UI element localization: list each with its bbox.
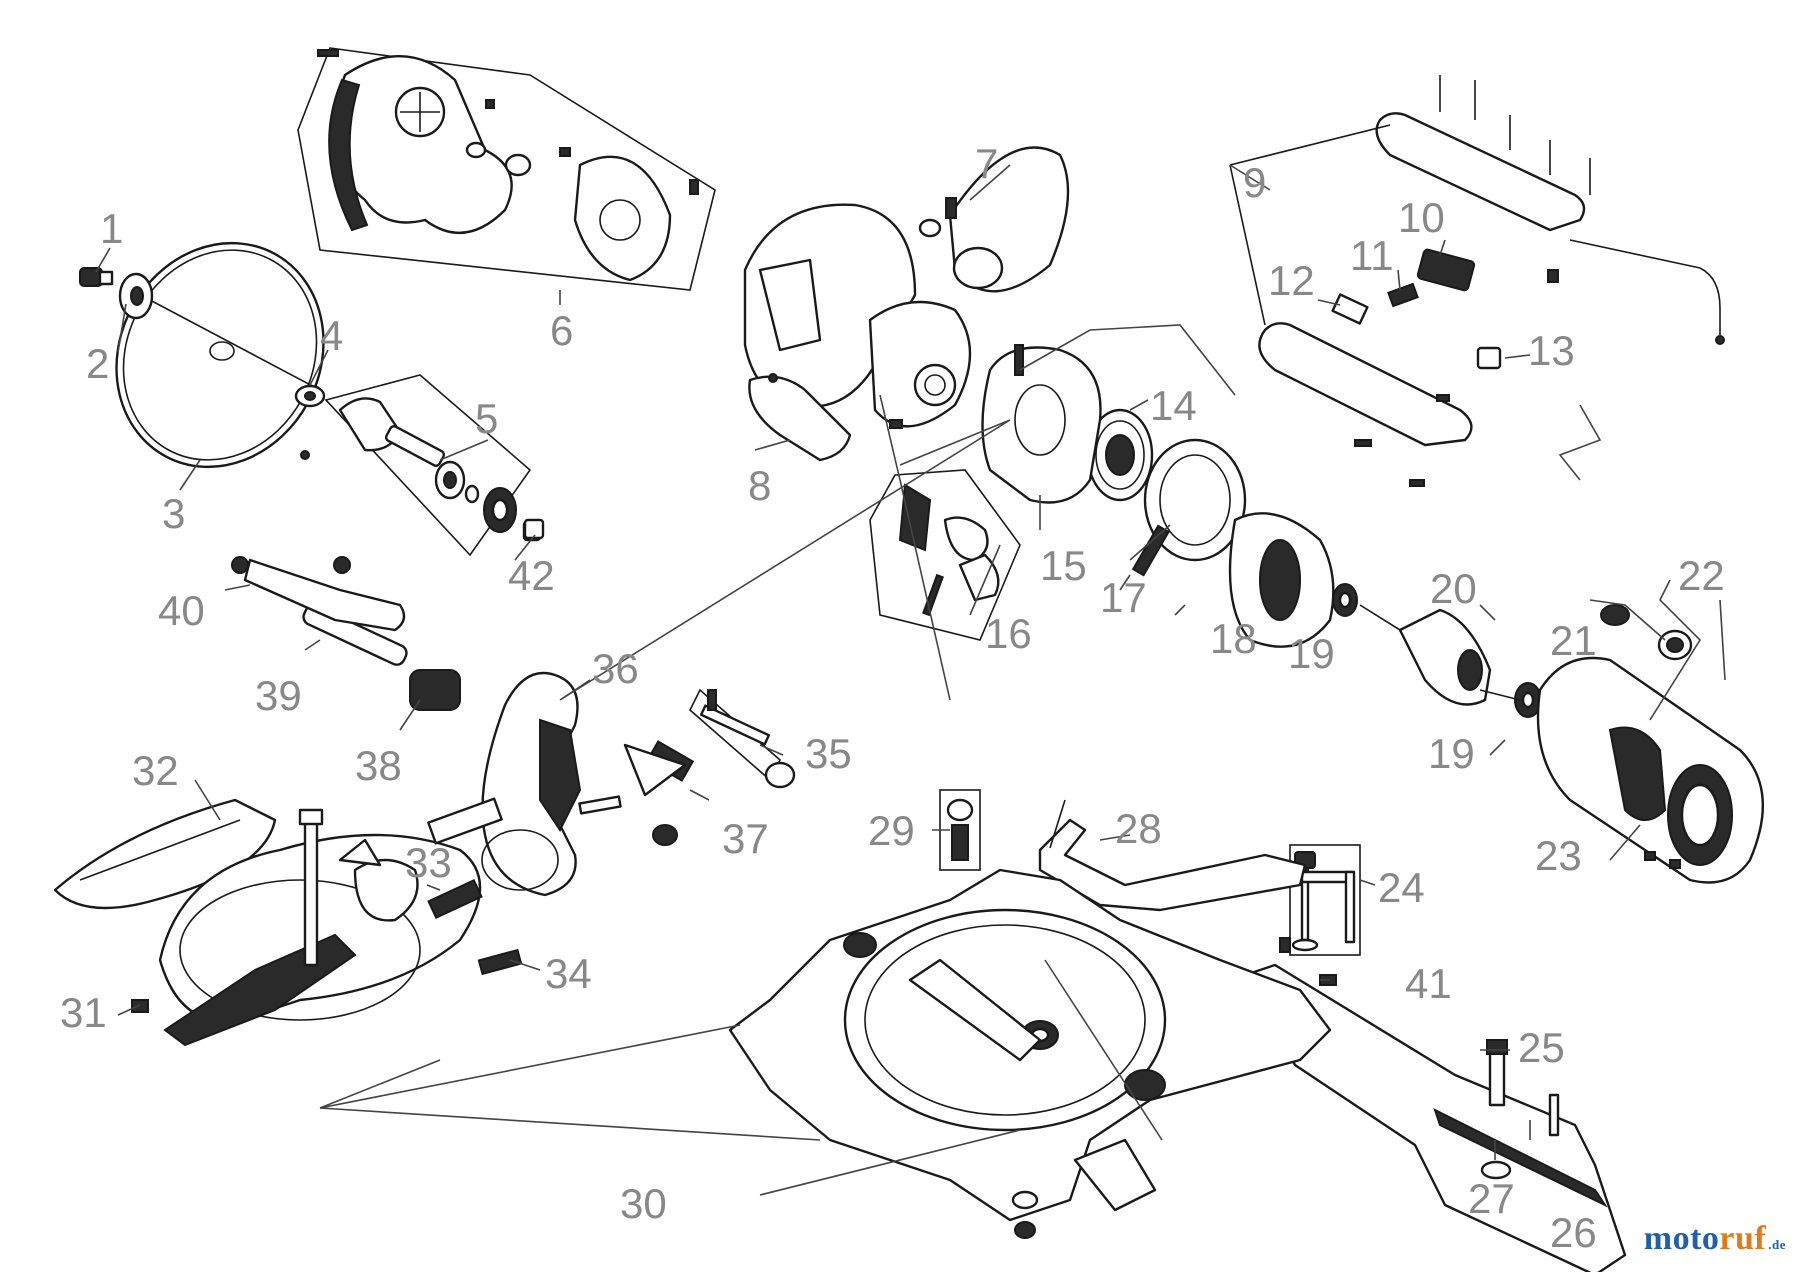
callout-40: 40 (158, 587, 205, 634)
spring-11 (1387, 282, 1419, 308)
callout-17: 17 (1100, 574, 1147, 621)
baffle-ring (1143, 438, 1247, 562)
watermark-suffix: .de (1768, 1237, 1786, 1252)
spindle-shaft (384, 425, 446, 467)
plunger-cap (946, 798, 974, 822)
callout-42: 42 (508, 552, 555, 599)
callout-18: 18 (1210, 615, 1257, 662)
callout-1: 1 (100, 205, 123, 252)
callout-19a: 19 (1288, 630, 1335, 677)
rod-39 (302, 604, 408, 666)
callout-16: 16 (985, 610, 1032, 657)
callout-7: 7 (975, 140, 998, 187)
leader-lines (95, 164, 1726, 1196)
callout-32: 32 (132, 747, 179, 794)
part-drawings (53, 47, 1765, 1272)
callout-36: 36 (592, 645, 639, 692)
callout-numbers: 1 2 3 4 5 6 7 8 9 10 11 12 13 14 15 16 1… (60, 140, 1725, 1256)
callout-11: 11 (1350, 232, 1394, 279)
switch-10 (1416, 248, 1476, 292)
callout-35: 35 (805, 730, 852, 777)
callout-41: 41 (1405, 960, 1452, 1007)
link-40 (243, 558, 406, 632)
callout-4: 4 (320, 312, 343, 359)
callout-29: 29 (868, 807, 915, 854)
nut-42 (523, 518, 545, 540)
motoruf-watermark: motoruf.de (1644, 1220, 1786, 1258)
brush-holder (898, 483, 932, 552)
callout-39: 39 (255, 672, 302, 719)
callout-6: 6 (550, 307, 573, 354)
spring-38 (409, 669, 461, 711)
handle-top (1375, 112, 1586, 232)
callout-23: 23 (1535, 832, 1582, 879)
callout-8: 8 (748, 462, 771, 509)
callout-38: 38 (355, 742, 402, 789)
handle-bottom (1258, 322, 1473, 447)
callout-28: 28 (1115, 805, 1162, 852)
callout-10: 10 (1398, 194, 1445, 241)
fence (1243, 963, 1627, 1272)
callout-21: 21 (1550, 617, 1597, 664)
callout-33: 33 (405, 839, 452, 886)
callout-12: 12 (1268, 257, 1315, 304)
spring-33 (427, 878, 483, 920)
callout-34: 34 (545, 950, 592, 997)
adjust-bolt (303, 813, 319, 967)
watermark-part2: ruf (1719, 1220, 1767, 1257)
motor-housing-front (981, 346, 1102, 504)
watermark-part1: moto (1643, 1220, 1720, 1257)
callout-9: 9 (1243, 159, 1266, 206)
callout-2: 2 (86, 340, 109, 387)
callout-26: 26 (1550, 1209, 1597, 1256)
callout-25: 25 (1518, 1024, 1565, 1071)
callout-30a: 30 (620, 1180, 667, 1227)
callout-19b: 19 (1428, 730, 1475, 777)
callout-13: 13 (1528, 327, 1575, 374)
callout-15: 15 (1040, 542, 1087, 589)
callout-31: 31 (60, 989, 107, 1036)
callout-20: 20 (1430, 565, 1477, 612)
callout-27: 27 (1468, 1175, 1515, 1222)
callout-22: 22 (1678, 552, 1725, 599)
gear-housing (868, 300, 972, 428)
callout-3: 3 (162, 490, 185, 537)
wing-bolt (353, 858, 419, 922)
fence-washer (1480, 1160, 1512, 1180)
button-12 (1331, 293, 1369, 325)
guard-lever (748, 375, 852, 462)
clip-13 (1476, 346, 1502, 370)
callout-37: 37 (722, 815, 769, 862)
blade-bolt (79, 267, 103, 287)
callout-5: 5 (475, 395, 498, 442)
guard-plate (573, 155, 672, 282)
callout-14: 14 (1150, 382, 1197, 429)
callout-24: 24 (1378, 864, 1425, 911)
